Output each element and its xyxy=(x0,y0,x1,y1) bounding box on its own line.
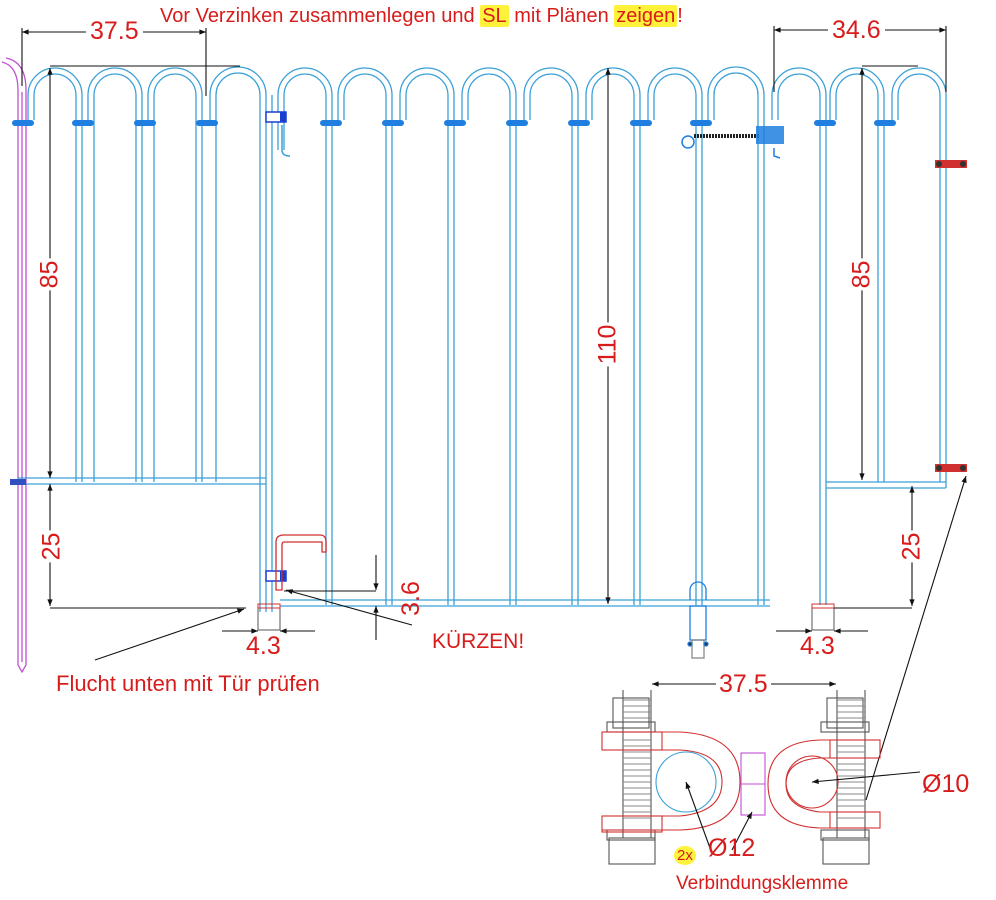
spacer-block xyxy=(740,752,766,816)
clamp-marker-top xyxy=(935,160,967,168)
title-note-highlight-sl: SL xyxy=(480,5,509,27)
clamp-qty-badge: 2x xyxy=(674,846,696,865)
clamp-qty: 2x xyxy=(674,846,696,865)
latch-bracket xyxy=(275,534,327,591)
bolt-right-thread xyxy=(837,699,865,819)
clamp-shell-right xyxy=(767,739,881,829)
note-shorten: KÜRZEN! xyxy=(432,630,525,653)
bolt-right xyxy=(820,690,870,865)
bolt-left xyxy=(606,690,656,865)
dim-right-top-width: 34.6 xyxy=(828,18,885,43)
dim-left-foot-width: 4.3 xyxy=(246,632,281,660)
bore-small xyxy=(785,755,839,809)
door xyxy=(277,66,770,607)
spring-latch xyxy=(681,126,784,159)
title-note-part: mit Plänen xyxy=(508,5,615,27)
dim-right-foot-width: 4.3 xyxy=(800,632,835,660)
foot-left xyxy=(257,603,281,631)
note-check-alignment: Flucht unten mit Tür prüfen xyxy=(56,671,320,696)
dim-left-top-width: 37.5 xyxy=(86,19,143,44)
rail-clips-right xyxy=(814,120,896,126)
dim-latch-offset: 3.6 xyxy=(396,581,425,616)
clamp-detail xyxy=(601,690,921,865)
title-note-highlight-zeigen: zeigen xyxy=(614,5,678,27)
clamp-label: Verbindungsklemme xyxy=(676,873,849,894)
clamp-marker-bottom xyxy=(935,464,967,472)
dim-left-lower-height: 25 xyxy=(37,530,66,563)
title-note-part: ! xyxy=(677,5,683,27)
dim-clamp-diameter-small: Ø10 xyxy=(922,770,970,798)
dim-left-upper-height: 85 xyxy=(35,258,64,291)
dim-door-height: 110 xyxy=(593,322,622,367)
bore-large xyxy=(655,751,717,813)
dim-clamp-spacing: 37.5 xyxy=(716,672,771,697)
rail-clips-door xyxy=(320,120,712,126)
hinge-top xyxy=(265,111,291,157)
left-panel xyxy=(18,66,273,612)
bolt-left-thread xyxy=(623,699,651,819)
dim-right-lower-height: 25 xyxy=(897,530,926,563)
dim-right-upper-height: 85 xyxy=(847,258,876,291)
dim-clamp-diameter-large: Ø12 xyxy=(708,834,756,862)
right-panel xyxy=(771,67,947,605)
clamp-shell-left xyxy=(601,731,741,833)
title-note-part: Vor Verzinken zusammenlegen und xyxy=(160,5,481,27)
rail-clips-left xyxy=(10,120,218,485)
left-post xyxy=(1,57,27,674)
title-note: Vor Verzinken zusammenlegen und SL mit P… xyxy=(160,5,683,27)
foot-right xyxy=(811,603,835,631)
drop-bolt xyxy=(687,581,709,659)
